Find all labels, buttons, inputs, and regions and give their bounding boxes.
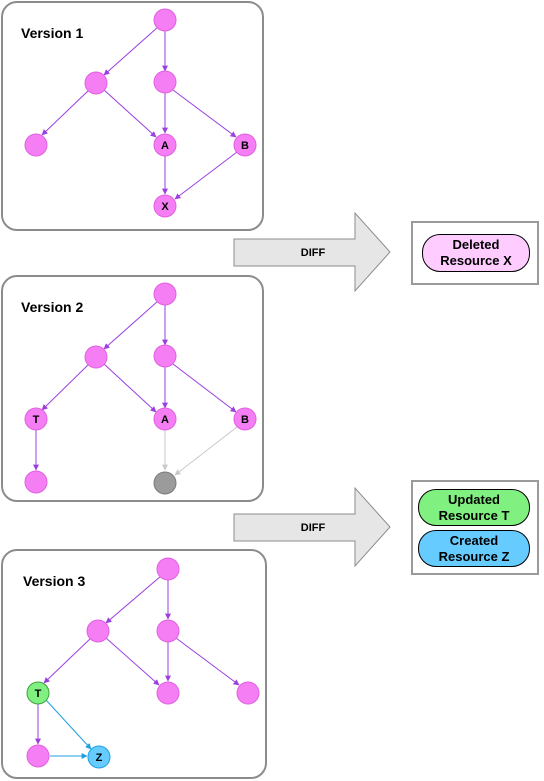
edge	[103, 363, 157, 413]
graph-node	[153, 70, 177, 94]
node-label-t: T	[35, 688, 42, 700]
pill-line-2: Resource Z	[438, 548, 510, 564]
graph-node	[26, 744, 50, 768]
edge	[41, 89, 90, 136]
version-3-edges	[35, 575, 240, 745]
node-label-x: X	[161, 201, 169, 213]
graph-node-x	[153, 194, 177, 218]
diff-arrow-1	[233, 211, 391, 293]
graph-node-b	[233, 133, 257, 157]
node-label-b: B	[241, 140, 249, 152]
graph-node	[24, 470, 48, 494]
graph-node	[153, 344, 177, 368]
pill-line-2: Resource X	[440, 253, 512, 268]
version-2-removed-edges	[162, 426, 238, 476]
version-1-nodes	[24, 8, 257, 218]
created-node-z	[87, 745, 111, 769]
graph-node	[84, 345, 108, 369]
graph-node	[24, 133, 48, 157]
graph-node	[153, 282, 177, 306]
node-label-z: Z	[96, 752, 103, 764]
edge	[43, 637, 92, 684]
node-label-b: B	[241, 414, 249, 426]
graph-node	[156, 557, 180, 581]
edge	[172, 363, 237, 413]
version-2-title: Version 2	[21, 299, 84, 315]
edge	[105, 575, 162, 624]
edge	[174, 151, 238, 200]
diff-arrow-2	[233, 486, 391, 568]
graph-node	[84, 71, 108, 95]
pill-line-1: Created	[449, 532, 499, 548]
pill-line-2: Resource T	[438, 507, 510, 523]
graph-node-b	[233, 407, 257, 431]
version-3-created-edges	[45, 699, 92, 759]
removed-node	[153, 471, 177, 495]
version-3-title: Version 3	[23, 573, 86, 589]
graph-node	[236, 681, 260, 705]
created-resource-pill: Created Resource Z	[418, 530, 530, 567]
graph-node	[153, 8, 177, 32]
created-edge	[45, 699, 92, 750]
edge	[105, 637, 160, 686]
edge	[103, 26, 159, 76]
removed-edge	[174, 426, 238, 476]
graph-node-a	[153, 407, 177, 431]
node-label-t: T	[33, 414, 40, 426]
updated-node-t	[26, 681, 50, 705]
deleted-resource-pill: Deleted Resource X	[422, 234, 530, 272]
version-3-panel	[1, 549, 267, 779]
version-3-nodes	[26, 557, 260, 768]
edge	[103, 300, 159, 350]
node-label-a: A	[161, 140, 169, 152]
graph-node	[156, 681, 180, 705]
node-label-a: A	[161, 414, 169, 426]
pill-line-1: Deleted	[452, 237, 500, 252]
edge	[41, 363, 90, 411]
version-2-edges	[33, 300, 237, 471]
graph-node-t	[24, 407, 48, 431]
pill-line-1: Updated	[448, 491, 500, 507]
graph-node-a	[153, 133, 177, 157]
edge	[175, 637, 240, 686]
version-1-edges	[41, 26, 238, 200]
diff-arrow-1-label: DIFF	[301, 247, 326, 259]
graph-node	[156, 619, 180, 643]
version-2-panel	[1, 275, 264, 502]
edge	[172, 89, 237, 138]
edge	[103, 89, 157, 138]
diff-arrow-2-label: DIFF	[301, 522, 326, 534]
updated-resource-pill: Updated Resource T	[418, 489, 530, 526]
version-2-nodes	[24, 282, 257, 494]
graph-node	[86, 619, 110, 643]
version-1-title: Version 1	[21, 25, 84, 41]
